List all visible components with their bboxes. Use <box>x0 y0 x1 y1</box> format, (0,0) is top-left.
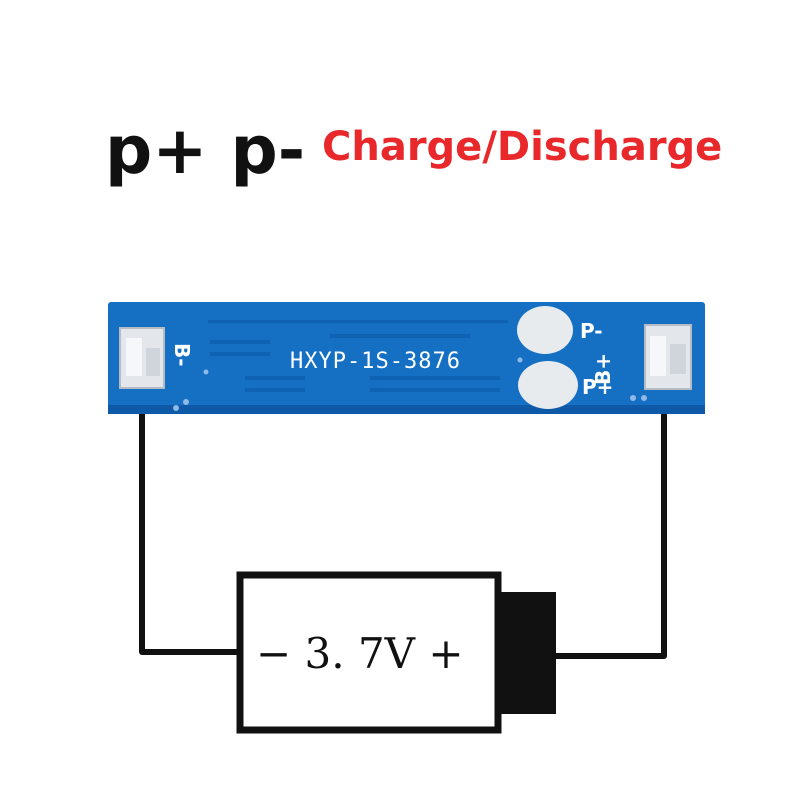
tab-b-minus <box>119 327 165 389</box>
wires <box>139 385 667 659</box>
label-p-plus: P+ <box>582 375 613 399</box>
wire-b-plus <box>556 385 667 659</box>
board-model: HXYP-1S-3876 <box>290 349 461 374</box>
pad-p-minus <box>517 306 573 354</box>
protection-board: HXYP-1S-3876 B- P- P+ B+ <box>108 302 705 414</box>
battery-label: − 3. 7V + <box>256 629 464 678</box>
battery: − 3. 7V + <box>236 571 556 734</box>
headline-function: Charge/Discharge <box>322 124 722 170</box>
label-p-minus: P- <box>580 319 603 343</box>
battery-cap <box>498 592 556 714</box>
pad-p-plus <box>518 361 578 409</box>
label-b-minus: B- <box>170 343 194 367</box>
battery-body <box>236 571 502 734</box>
label-b-plus: B+ <box>591 353 615 385</box>
pcb-edge-shade <box>108 405 705 414</box>
headline-terminals: p+ p- <box>105 112 305 189</box>
pcb-traces <box>208 320 508 392</box>
wire-b-minus <box>139 385 240 655</box>
pcb-vias <box>173 357 647 411</box>
tab-b-plus <box>644 324 692 390</box>
